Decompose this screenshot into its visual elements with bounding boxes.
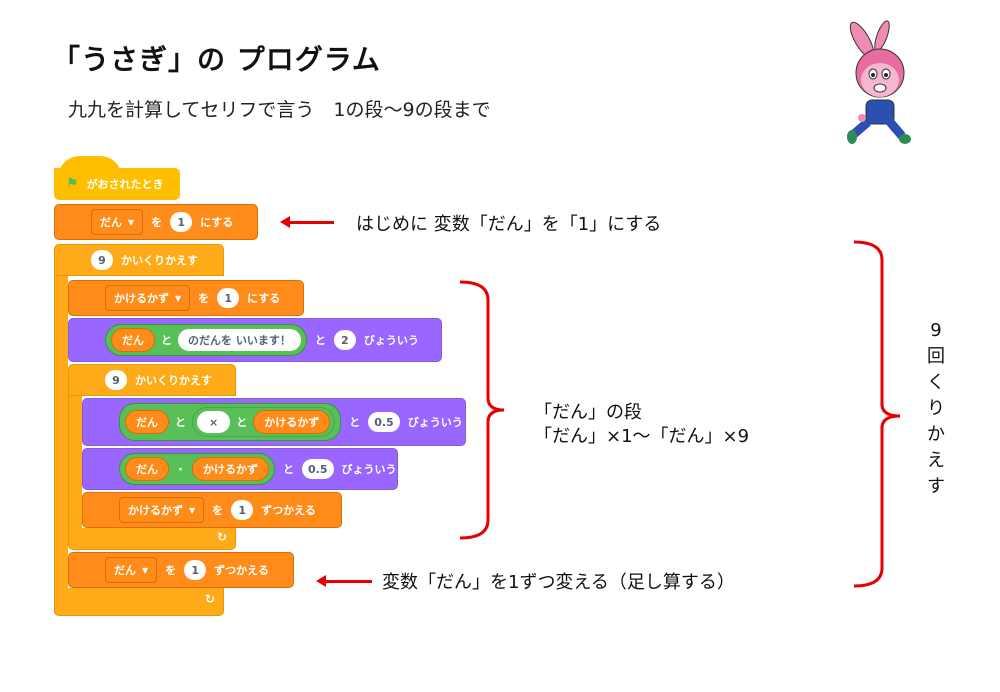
vertical-char: 9 bbox=[930, 320, 942, 341]
say-for-secs-block[interactable]: だん と のだんを いいます！ と 2 びょういう bbox=[68, 318, 442, 362]
loop-arrow-icon: ↻ bbox=[216, 530, 227, 544]
variable-dropdown[interactable]: だん ▼ bbox=[105, 557, 158, 583]
join-reporter[interactable]: だん と のだんを いいます！ bbox=[105, 324, 307, 356]
value-input[interactable]: 1 bbox=[217, 288, 240, 308]
block-label: ずつかえる bbox=[214, 564, 269, 577]
block-label: かいくりかえす bbox=[121, 254, 198, 267]
block-label: と bbox=[283, 463, 294, 476]
block-label: を bbox=[212, 504, 224, 517]
caret-down-icon: ▼ bbox=[142, 565, 149, 575]
variable-reporter[interactable]: だん bbox=[111, 328, 155, 352]
vertical-char: え bbox=[927, 450, 945, 471]
block-label: にする bbox=[200, 216, 234, 229]
value-input[interactable]: 1 bbox=[231, 500, 254, 520]
annotation-dan-line1: 「だん」の段 bbox=[534, 402, 642, 423]
join-label: と bbox=[175, 416, 186, 429]
join-reporter[interactable]: × と かけるかず bbox=[192, 407, 336, 437]
brace-inner-loop bbox=[459, 280, 505, 540]
join-label: と bbox=[236, 416, 248, 429]
value-input[interactable]: 1 bbox=[170, 212, 193, 232]
block-label: を bbox=[151, 216, 163, 229]
text-input[interactable]: × bbox=[197, 411, 231, 433]
block-label: びょういう bbox=[341, 463, 397, 476]
repeat-inner-block[interactable]: 9 かいくりかえす bbox=[68, 364, 236, 396]
seconds-input[interactable]: 0.5 bbox=[368, 412, 400, 432]
block-label: ずつかえる bbox=[261, 504, 316, 517]
block-label: びょういう bbox=[363, 334, 419, 347]
brace-outer-loop bbox=[853, 240, 901, 588]
block-label: かいくりかえす bbox=[135, 374, 212, 387]
when-flag-clicked-block[interactable]: ⚑ がおされたとき bbox=[54, 168, 180, 200]
vertical-char: 回 bbox=[927, 346, 945, 367]
variable-reporter[interactable]: かけるかず bbox=[192, 457, 269, 481]
say-for-secs-block[interactable]: だん と × と かけるかず と 0.5 びょういう bbox=[82, 398, 466, 446]
join-reporter[interactable]: だん と × と かけるかず bbox=[119, 403, 342, 441]
say-for-secs-block[interactable]: だん ・ かけるかず と 0.5 びょういう bbox=[82, 448, 398, 490]
variable-reporter[interactable]: だん bbox=[125, 457, 169, 481]
caret-down-icon: ▼ bbox=[189, 505, 196, 515]
annotation-increment: 変数「だん」を1ずつ変える（足し算する） bbox=[382, 572, 735, 593]
block-label: を bbox=[198, 292, 210, 305]
seconds-input[interactable]: 2 bbox=[333, 330, 356, 350]
join-label: と bbox=[161, 334, 172, 347]
variable-dropdown[interactable]: かけるかず ▼ bbox=[105, 285, 191, 311]
variable-dropdown[interactable]: だん ▼ bbox=[91, 209, 144, 235]
repeat-outer-block[interactable]: 9 かいくりかえす bbox=[54, 244, 224, 276]
block-label: びょういう bbox=[407, 416, 463, 429]
block-label: がおされたとき bbox=[86, 178, 164, 191]
annotation-dan-line2: 「だん」×1〜「だん」×9 bbox=[534, 426, 750, 447]
variable-reporter[interactable]: だん bbox=[125, 410, 169, 434]
change-kakeru-block[interactable]: かけるかず ▼ を 1 ずつかえる bbox=[82, 492, 342, 528]
block-label: と bbox=[349, 416, 361, 429]
dropdown-value: だん bbox=[100, 216, 122, 229]
multiply-reporter[interactable]: だん ・ かけるかず bbox=[119, 453, 275, 485]
dropdown-value: かけるかず bbox=[128, 504, 183, 517]
repeat-count-input[interactable]: 9 bbox=[105, 370, 127, 390]
page-title: 「うさぎ」の プログラム bbox=[52, 43, 381, 76]
annotation-arrow bbox=[280, 216, 334, 228]
caret-down-icon: ▼ bbox=[175, 293, 182, 303]
value-input[interactable]: 1 bbox=[184, 560, 207, 580]
caret-down-icon: ▼ bbox=[128, 217, 135, 227]
set-dan-block[interactable]: だん ▼ を 1 にする bbox=[54, 204, 258, 240]
annotation-arrow bbox=[316, 575, 372, 587]
loop-arrow-icon: ↻ bbox=[204, 592, 215, 606]
seconds-input[interactable]: 0.5 bbox=[302, 459, 334, 479]
change-dan-block[interactable]: だん ▼ を 1 ずつかえる bbox=[68, 552, 294, 588]
rabbit-character-icon bbox=[847, 20, 911, 144]
green-flag-icon: ⚑ bbox=[66, 176, 79, 192]
vertical-char: く bbox=[927, 372, 945, 393]
variable-dropdown[interactable]: かけるかず ▼ bbox=[119, 497, 205, 523]
dropdown-value: だん bbox=[114, 564, 136, 577]
text-input[interactable]: のだんを いいます！ bbox=[178, 329, 301, 351]
repeat-outer-foot: ↻ bbox=[54, 588, 224, 616]
vertical-char: か bbox=[927, 424, 945, 445]
variable-reporter[interactable]: かけるかず bbox=[253, 410, 331, 434]
operator-label: ・ bbox=[175, 463, 186, 476]
repeat-inner-arm bbox=[68, 396, 82, 528]
page-subtitle: 九九を計算してセリフで言う 1の段〜9の段まで bbox=[68, 99, 491, 121]
block-label: を bbox=[165, 564, 177, 577]
block-label: と bbox=[314, 334, 326, 347]
repeat-outer-arm bbox=[54, 276, 68, 596]
vertical-char: り bbox=[927, 398, 945, 419]
vertical-char: す bbox=[927, 476, 945, 497]
repeat-inner-foot: ↻ bbox=[68, 528, 236, 550]
set-kakeru-block[interactable]: かけるかず ▼ を 1 にする bbox=[68, 280, 304, 316]
repeat-count-input[interactable]: 9 bbox=[91, 250, 113, 270]
block-label: にする bbox=[247, 292, 281, 305]
annotation-init: はじめに 変数「だん」を「1」にする bbox=[356, 214, 662, 235]
dropdown-value: かけるかず bbox=[114, 292, 169, 305]
